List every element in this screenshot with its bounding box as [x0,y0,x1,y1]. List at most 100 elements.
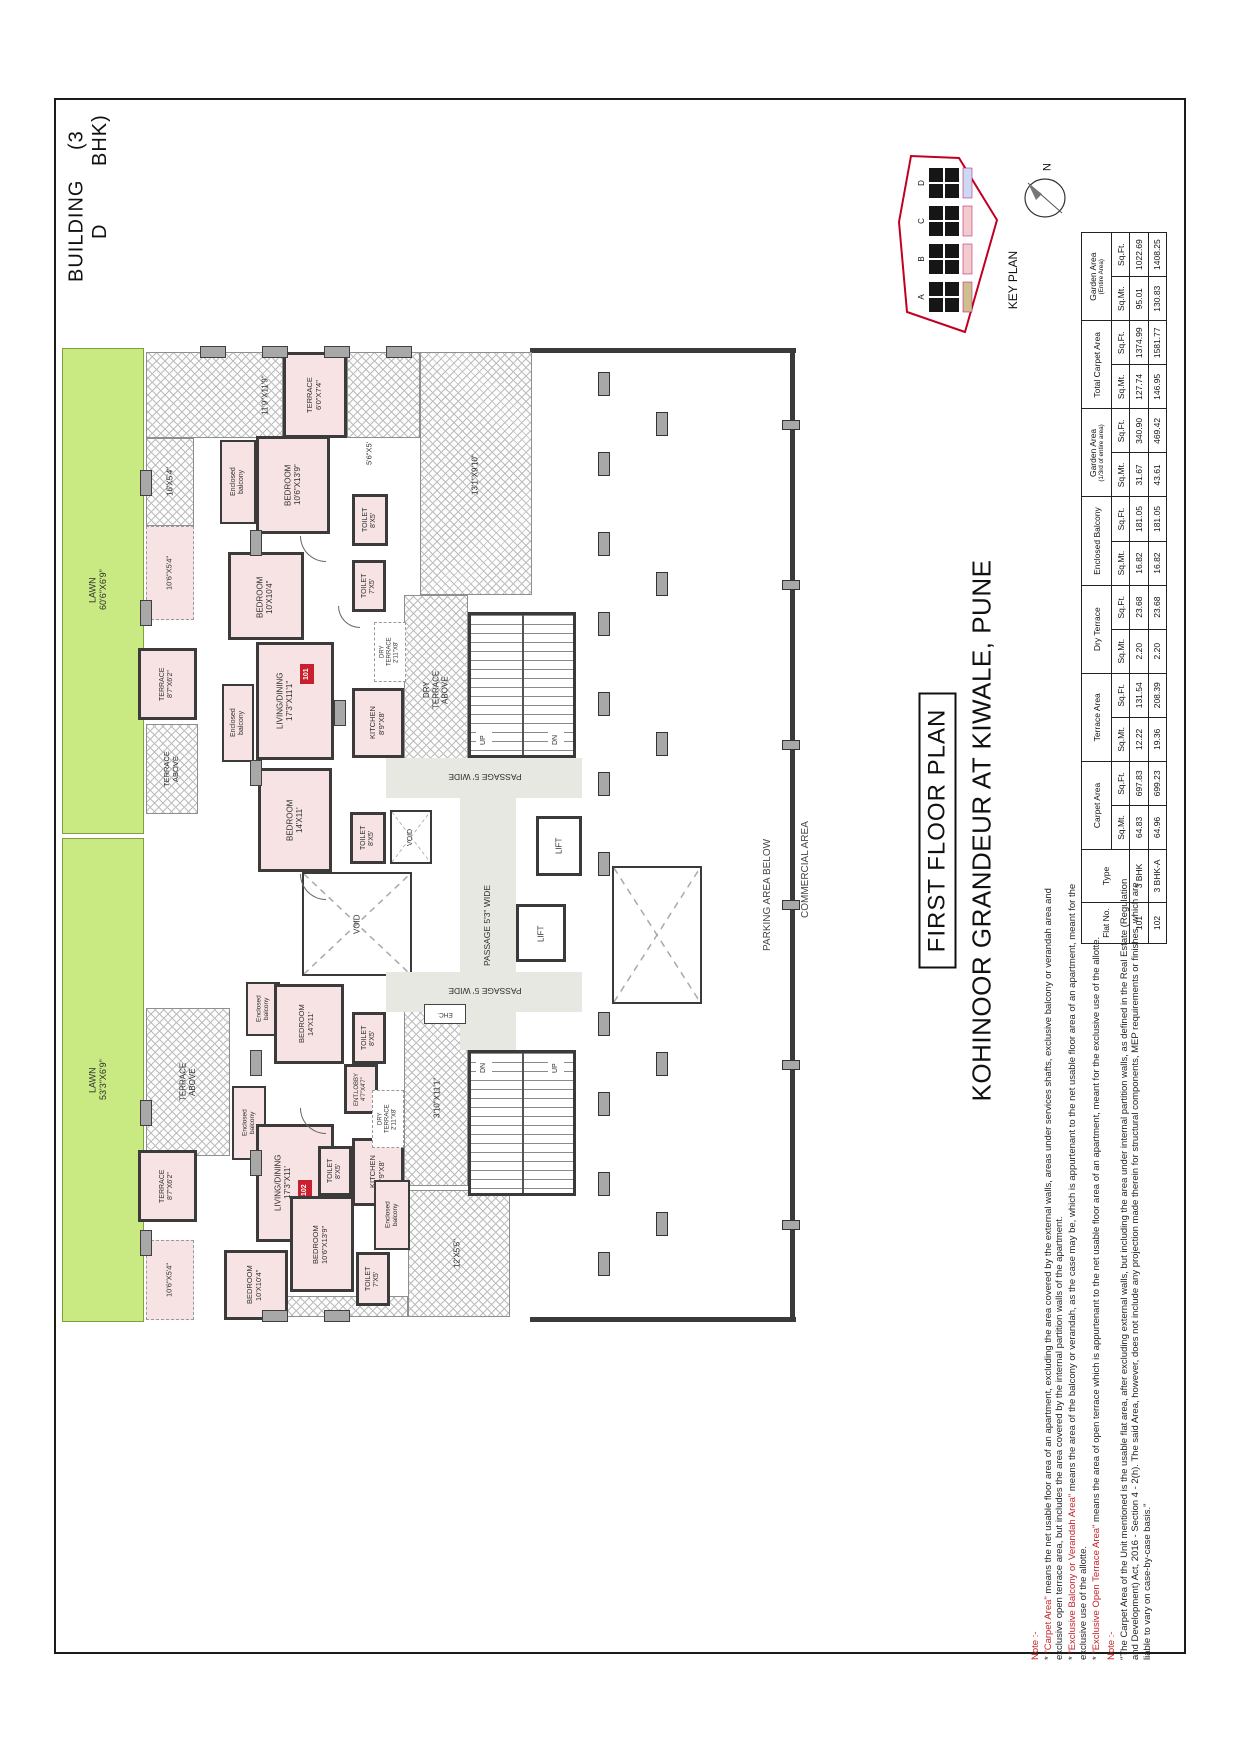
dry-terrace-above-label: DRY TERRACE ABOVE [421,670,450,710]
column [598,772,610,796]
terrace-mid-2 [138,1150,197,1222]
bedroom-1 [256,436,330,534]
note1-item2: * "Exclusive Balcony or Verandah Area" m… [1066,883,1090,1660]
dim-left-hatch: 16'X5'4" [165,466,175,496]
column [782,740,800,750]
bedroom-3 [258,768,332,872]
lift-1 [536,816,582,876]
terrace-above-1-label: TERRACE ABOVE [162,751,180,787]
column [598,452,610,476]
cell-value: 181.05 [1148,497,1167,542]
enclosed-balcony-2 [222,684,254,762]
garden-third-sub: (1/3rd of entire area) [1098,424,1105,482]
cell-value: 1374.99 [1129,320,1149,365]
unit-sqft: Sq.Ft. [1111,761,1130,806]
toilet-6-label: TOILET 8'X5' [326,1158,342,1184]
lift-2-label: LIFT [536,925,546,943]
column [782,900,800,910]
col-enclosed-balcony: Enclosed Balcony [1081,497,1112,586]
toilet-5-label: TOILET 7'X5' [364,1266,380,1292]
kitchen-1 [352,688,404,758]
cell-value: 12.22 [1129,717,1149,762]
column [656,732,668,756]
living-1-label: LIVING/DINING 17'3"X11'1" [275,672,294,730]
unit-sqmt: Sq.Mt. [1111,717,1130,762]
stair1-up-label: UP [476,730,492,750]
hatch-terrace-above-1 [146,724,198,814]
stair2-dn-label: DN [476,1058,492,1078]
lawn-top-label: LAWN 60'6"X6'9" [87,569,108,611]
bedroom-6 [290,1196,354,1292]
area-table-block: Flat No. Type Carpet Area Terrace Area D… [1081,232,1167,944]
unit-sqft: Sq.Ft. [1111,497,1130,542]
column [656,1212,668,1236]
strip-1-label: 10'6"X5'4" [164,555,174,591]
key-plan-building-c: C [917,218,926,224]
col-carpet: Carpet Area [1081,761,1112,850]
passage-bottom-label: PASSAGE 5' WIDE [448,986,522,997]
dry-terrace-2 [372,1090,404,1148]
hatch-terrace-above-2 [146,1008,230,1156]
sheet-border [54,98,1186,1654]
col-terrace: Terrace Area [1081,673,1112,762]
cell-value: 64.83 [1129,805,1149,850]
dim-lower-hatch: 3'10"X11'1" [432,1077,442,1119]
cell-value: 130.83 [1148,276,1167,321]
toilet-3 [350,812,386,864]
toilet-1 [352,494,388,546]
bedroom-3-label: BEDROOM 14'X11' [285,799,304,841]
cell-value: 95.01 [1129,276,1149,321]
cell-value: 146.95 [1148,364,1167,409]
void-2-label: VOID [352,914,362,934]
wall-stud [324,1310,350,1322]
column [598,692,610,716]
area-table: Flat No. Type Carpet Area Terrace Area D… [1081,232,1167,944]
notes-block: Note :- * "Carpet Area" means the net us… [1030,870,1170,1660]
enclosed-balcony-5 [374,1180,410,1250]
dim-center-hatch: 13'1"X9'10" [470,454,480,496]
toilet-4-label: TOILET 8'X5' [360,1025,376,1051]
toilet-3-label: TOILET 8'X5' [359,825,375,851]
building-title: BUILDING D (3 BHK) [58,108,120,283]
void-2 [302,872,412,976]
hatch-bottom [408,1190,510,1317]
building-title-line2: (3 BHK) [65,114,111,167]
key-plan: A B C D KEY PLAN [895,150,1025,340]
terrace-mid-2-label: TERRACE 8'7"X6'2" [158,1169,174,1203]
note1-item1: * "Carpet Area" means the net usable flo… [1042,888,1066,1660]
stair2-up-label: UP [548,1058,564,1078]
passage-top [386,758,582,798]
passage-top-label: PASSAGE 5' WIDE [448,772,522,783]
wall-stud [250,1050,262,1076]
commercial-label: COMMERCIAL AREA [800,821,812,919]
note1-heading: Note :- [1030,1631,1041,1660]
ehc-label: EHC. [437,1010,453,1018]
toilet-6 [318,1146,352,1196]
note2-heading: Note :- [1106,1631,1117,1660]
toilet-2-label: TOILET 7'X5' [360,573,376,599]
note-text: means the area of open terrace which is … [1090,936,1102,1525]
enclosed-balcony-3-label: Enclosed balcony [255,995,270,1023]
toilet-4 [352,1012,386,1064]
lawn-bottom-label: LAWN 53'3"X6'9" [87,1059,108,1101]
stair1-dn-label: DN [548,730,564,750]
column [598,1092,610,1116]
column [598,1172,610,1196]
column [782,1220,800,1230]
bottom-boundary-wall [530,1317,796,1322]
col-garden-entire: Garden Area(Entire Area) [1081,232,1112,321]
project-title: KOHINOOR GRANDEUR AT KIWALE, PUNE [966,559,997,1102]
dry-terrace-1 [374,622,406,682]
enclosed-balcony-2-label: Enclosed balcony [229,708,245,738]
column [598,1252,610,1276]
terrace-mid-1-label: TERRACE 8'7"X6'2" [158,667,174,701]
cell-value: 2.20 [1148,629,1167,674]
column [782,580,800,590]
bedroom-2 [228,552,304,640]
note-text: means the net usable floor area of an ap… [1042,888,1066,1660]
cell-value: 131.54 [1129,673,1149,718]
terrace-mid-1 [138,648,197,720]
column [598,1012,610,1036]
